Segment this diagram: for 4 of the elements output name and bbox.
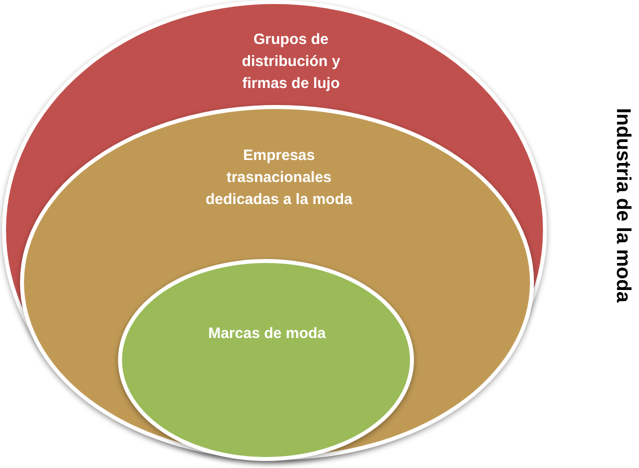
region-label: Grupos de distribución y firmas de lujo bbox=[240, 30, 342, 94]
region-label: Marcas de moda bbox=[207, 324, 327, 344]
side-title: Industria de la moda bbox=[611, 108, 635, 302]
region-label: Empresas trasnacionales dedicadas a la moda bbox=[204, 146, 354, 210]
